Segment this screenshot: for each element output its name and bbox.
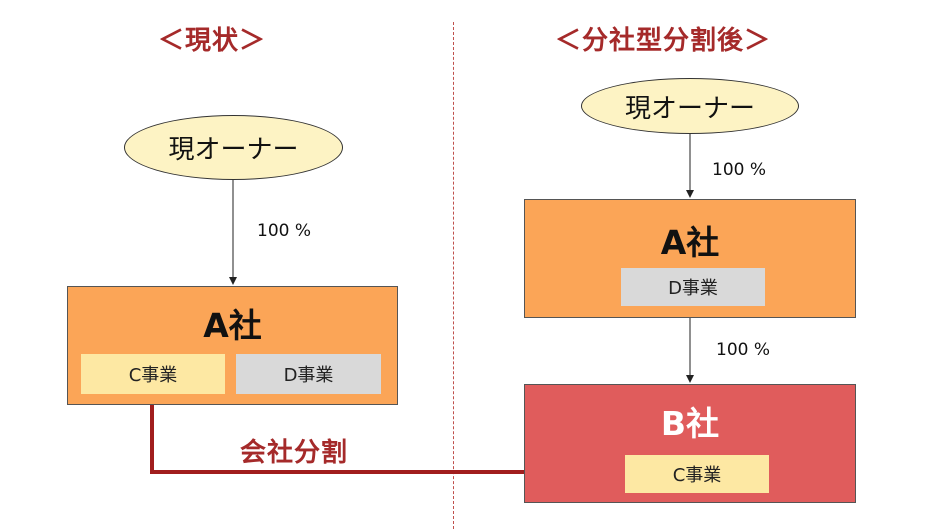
right-business-d-label: D事業	[668, 278, 718, 299]
left-company-a-name: A社	[203, 306, 262, 345]
left-owner-ellipse: 現オーナー	[124, 115, 343, 180]
left-owner-label: 現オーナー	[168, 135, 299, 165]
right-ownership-top-label: 100 %	[712, 160, 767, 180]
transfer-label: 会社分割	[240, 438, 349, 468]
right-company-a-box: A社 D事業	[524, 199, 856, 318]
left-ownership-label: 100 %	[257, 221, 312, 241]
right-ownership-mid-label: 100 %	[716, 340, 771, 360]
right-company-b-box: B社 C事業	[524, 384, 856, 503]
right-business-c-label: C事業	[672, 465, 722, 486]
right-business-d: D事業	[621, 268, 765, 306]
right-business-c: C事業	[625, 455, 769, 493]
left-business-d-label: D事業	[283, 365, 334, 386]
left-business-c: C事業	[81, 354, 225, 394]
right-owner-label: 現オーナー	[624, 93, 755, 124]
company-split-arrow	[150, 394, 623, 478]
right-company-a-name: A社	[660, 223, 720, 262]
section-divider	[453, 22, 454, 529]
left-business-d: D事業	[236, 354, 381, 394]
left-company-a-box: A社 C事業 D事業	[67, 286, 398, 405]
right-owner-ellipse: 現オーナー	[581, 78, 799, 134]
current-state-heading: ＜現状＞	[158, 26, 267, 56]
after-split-heading: ＜分社型分割後＞	[555, 26, 772, 56]
left-business-c-label: C事業	[128, 365, 178, 386]
right-company-b-name: B社	[660, 404, 720, 443]
